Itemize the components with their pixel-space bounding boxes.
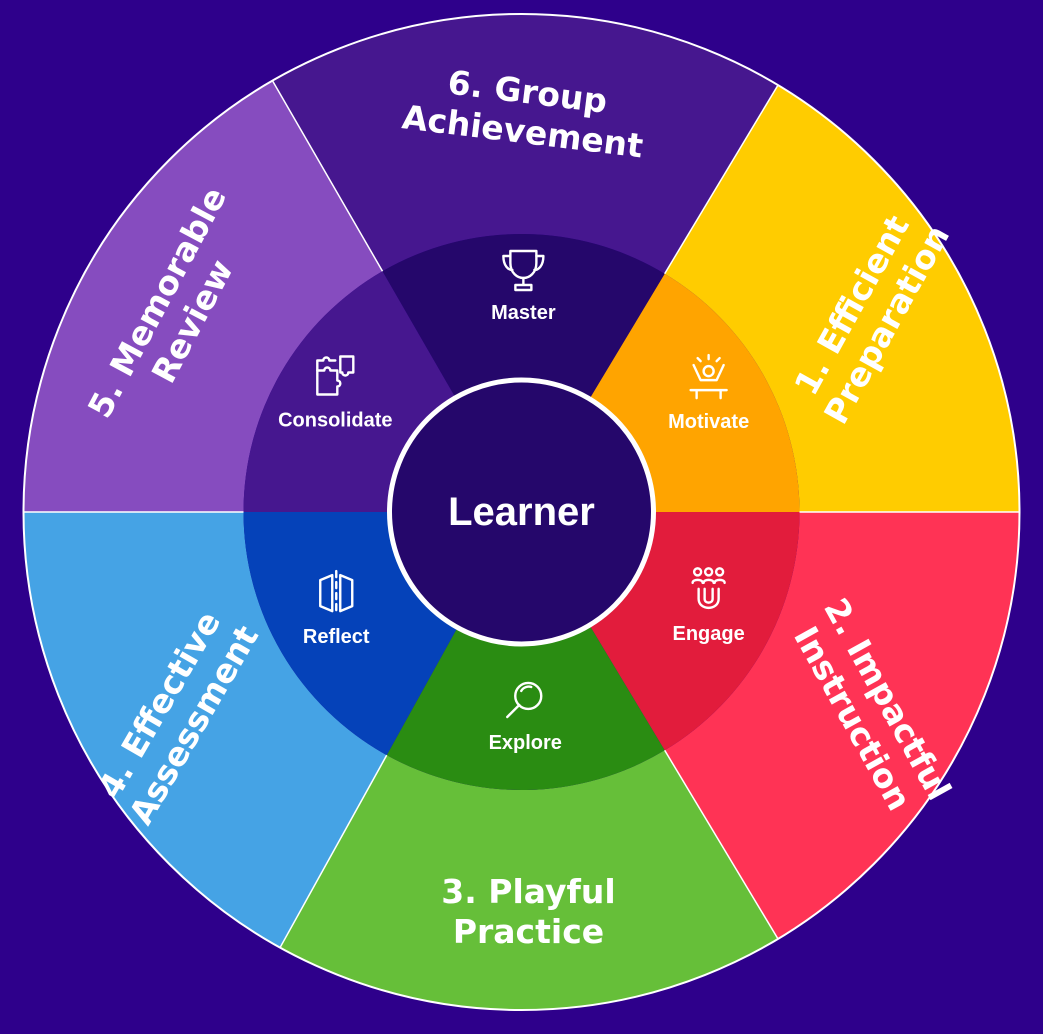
center-label: Learner <box>448 490 595 534</box>
outer-label-line: 3. Playful <box>441 872 615 911</box>
outer-segment-effective-assessment <box>23 512 387 948</box>
inner-label-impactful-instruction: Engage <box>673 623 745 645</box>
magnet-people-icon <box>691 567 726 610</box>
inner-label-effective-assessment: Reflect <box>303 626 370 648</box>
outer-segment-playful-practice <box>280 750 778 1010</box>
inner-label-memorable-review: Consolidate <box>278 410 392 432</box>
magnifier-icon <box>506 681 543 719</box>
mirror-icon <box>319 569 354 613</box>
outer-segment-impactful-instruction <box>664 512 1020 939</box>
divider-line <box>664 84 779 275</box>
divider-line <box>271 80 384 272</box>
outer-segment-efficient-preparation <box>664 85 1020 513</box>
inner-label-group-achievement: Master <box>491 302 556 324</box>
outer-ring <box>22 13 1021 1011</box>
trophy-icon <box>502 249 545 292</box>
ring-dividers <box>23 80 1020 948</box>
divider-line <box>279 754 388 948</box>
center-circle <box>387 377 656 647</box>
inner-label-playful-practice: Explore <box>489 732 562 754</box>
outer-segment-group-achievement <box>272 14 778 274</box>
divider-line <box>664 749 779 940</box>
celebrate-icon <box>689 353 728 400</box>
puzzle-icon <box>316 355 355 396</box>
outer-segment-memorable-review <box>23 80 383 512</box>
inner-segment-group-achievement <box>382 233 665 399</box>
inner-label-efficient-preparation: Motivate <box>668 411 749 433</box>
outer-label-line: Practice <box>453 912 604 951</box>
